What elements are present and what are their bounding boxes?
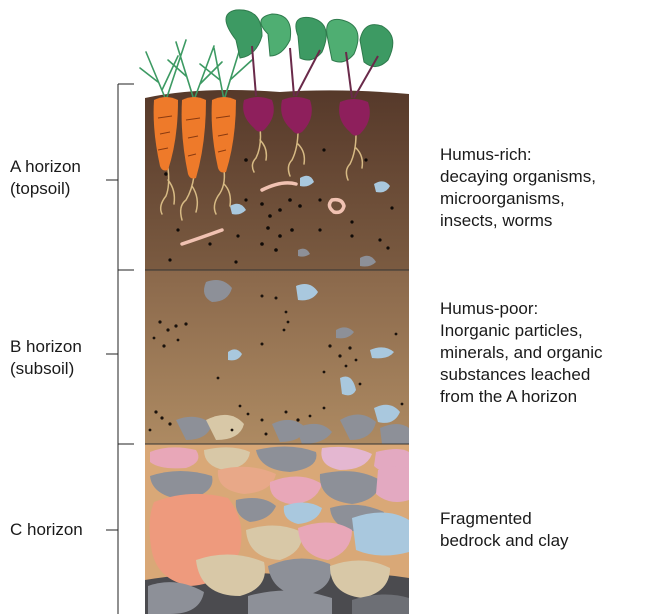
carrots bbox=[154, 97, 236, 179]
c-horizon-label: C horizon bbox=[10, 519, 83, 541]
rock bbox=[352, 512, 409, 555]
a-horizon-label: A horizon (topsoil) bbox=[10, 156, 81, 200]
c-horizon-description: Fragmented bedrock and clay bbox=[440, 508, 569, 552]
b-horizon-label: B horizon (subsoil) bbox=[10, 336, 82, 380]
a-horizon-description: Humus-rich: decaying organisms, microorg… bbox=[440, 144, 596, 232]
rock bbox=[376, 466, 409, 502]
rock bbox=[150, 447, 198, 468]
depth-bracket bbox=[106, 84, 134, 614]
beet-leaves bbox=[226, 10, 393, 98]
b-horizon-description: Humus-poor: Inorganic particles, mineral… bbox=[440, 298, 603, 408]
